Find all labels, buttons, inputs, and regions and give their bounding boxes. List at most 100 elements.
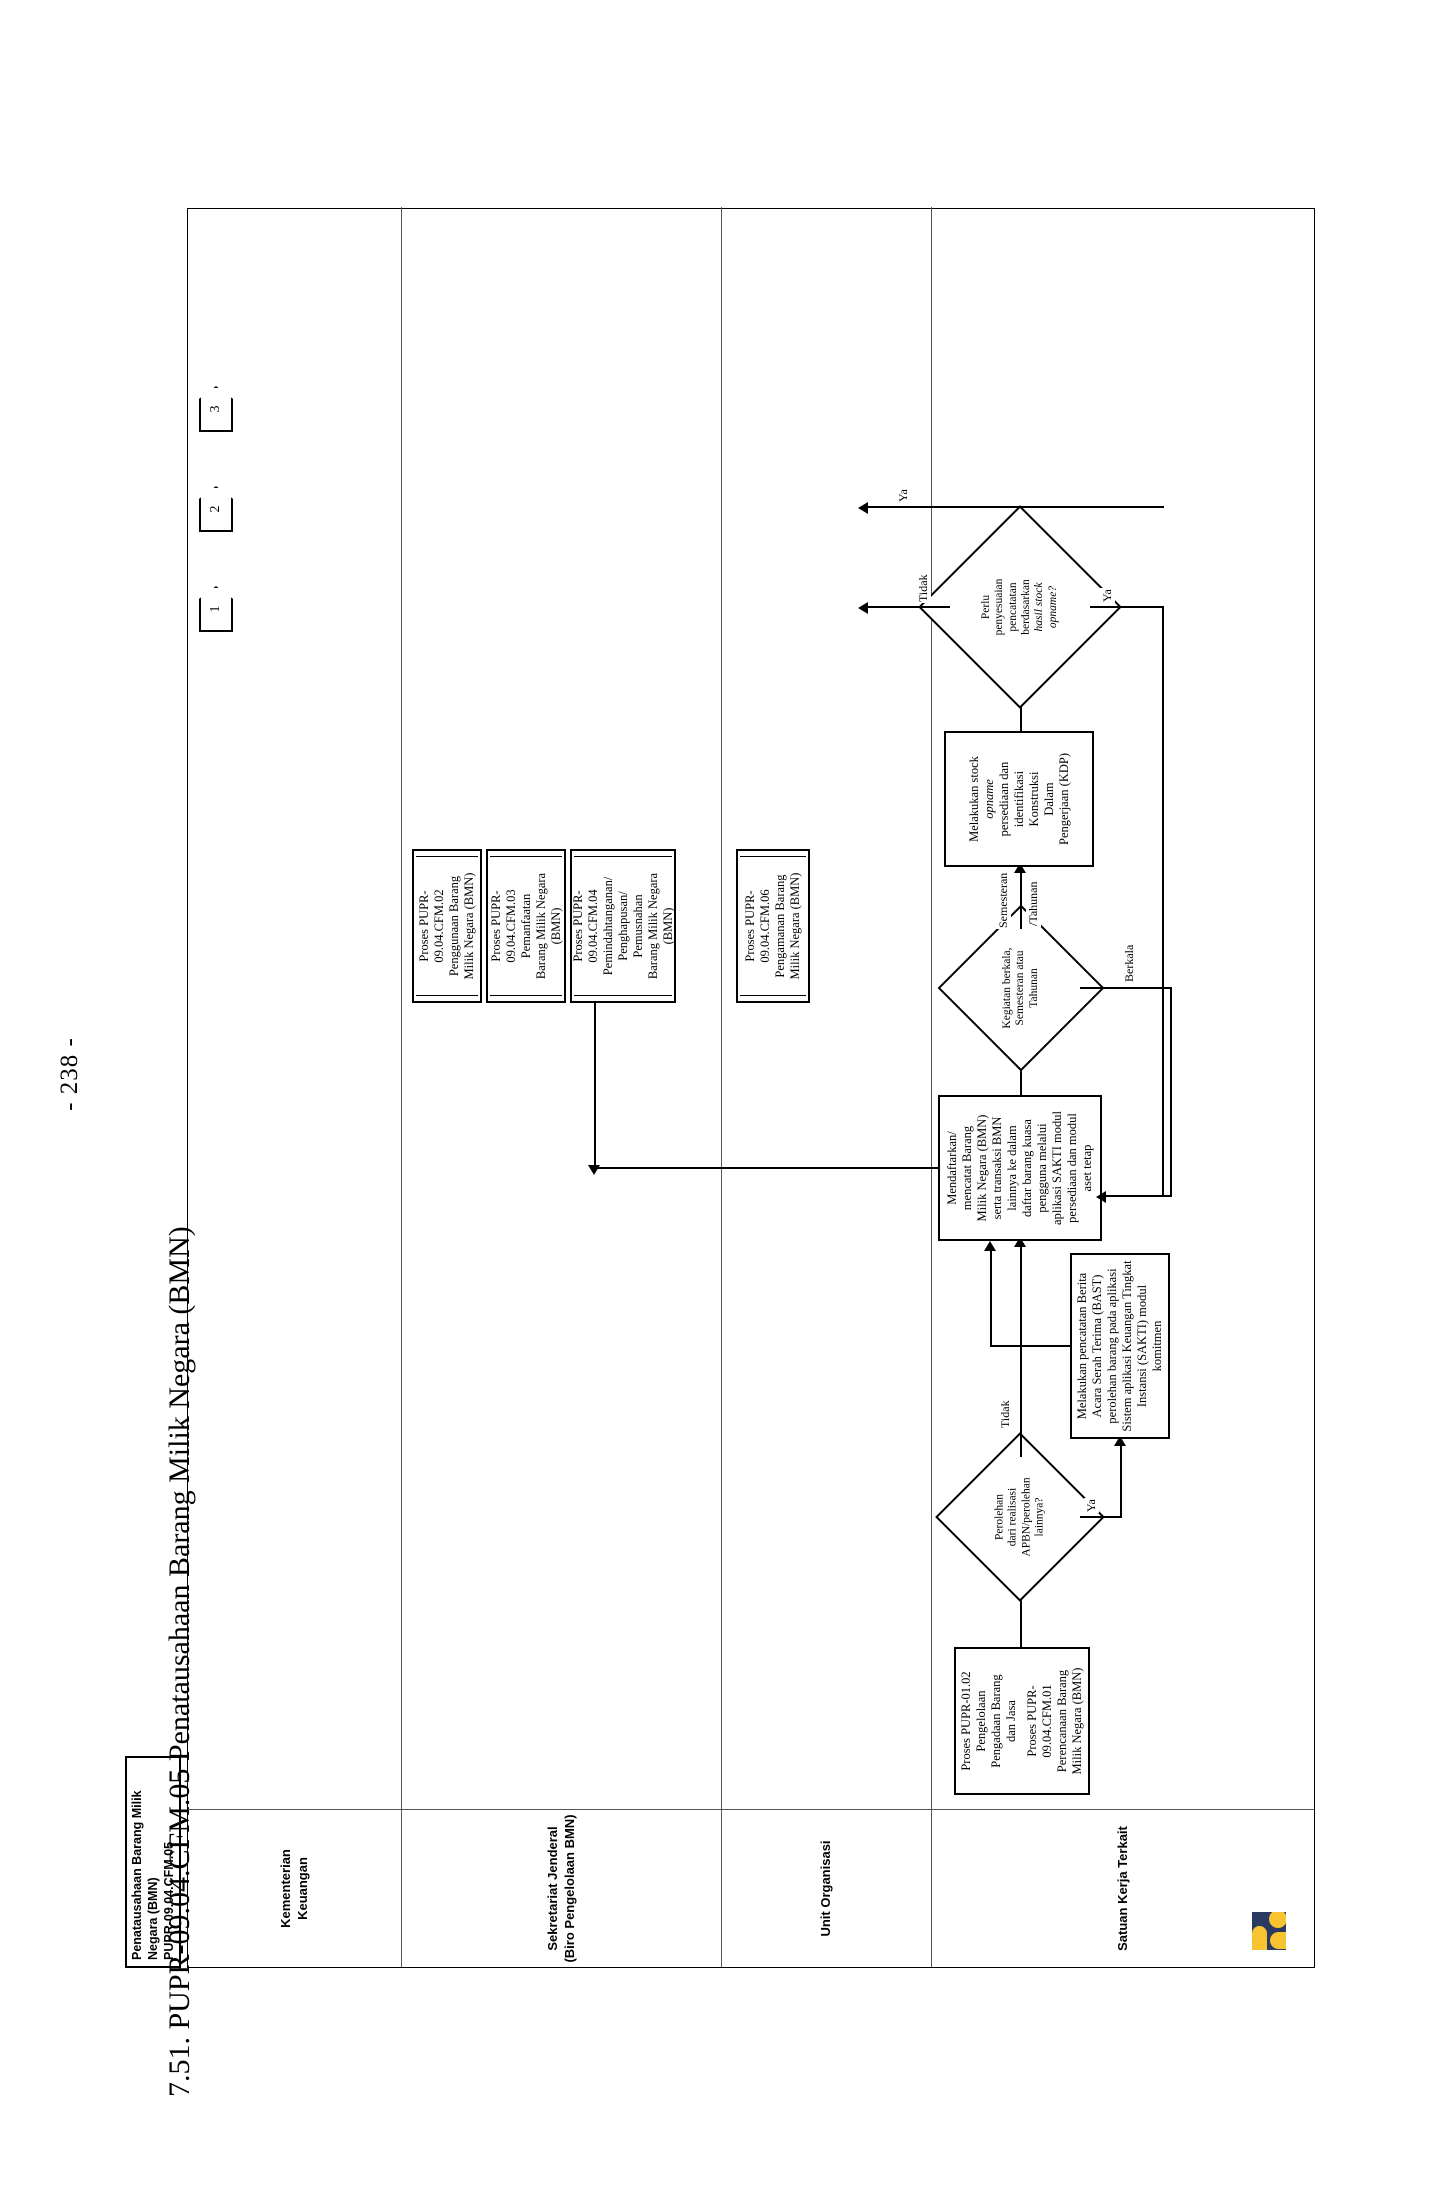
- swimlane-kementerian-keuangan: Kementerian Keuangan: [188, 207, 402, 1967]
- mendaftarkan-l2: mencatat Barang: [960, 1125, 974, 1211]
- subprocess-cfm06-l1: Proses PUPR-: [743, 890, 757, 962]
- start-l5: Proses PUPR-: [1025, 1685, 1039, 1757]
- connector-3-label: 3: [208, 405, 223, 413]
- subprocess-cfm02[interactable]: Proses PUPR- 09.04.CFM.02 Penggunaan Bar…: [412, 849, 482, 1003]
- mendaftarkan-l1: Mendaftarkan/: [945, 1131, 959, 1205]
- edge-label-ya1: Ya: [1084, 1498, 1099, 1513]
- swimlane-satuan-kerja-terkait: Satuan Kerja Terkait Proses PUPR-01.02 P…: [588, 207, 1314, 1967]
- subprocess-cfm04-l3: Pemindahtanganan/: [600, 876, 615, 976]
- lane-body-satuan-kerja-terkait: Proses PUPR-01.02 Pengelolaan Pengadaan …: [588, 207, 1314, 1809]
- arrowhead-ya3: [858, 502, 868, 514]
- subprocess-cfm03-l3: Pemanfaatan: [518, 893, 533, 959]
- subprocess-cfm06-l2: 09.04.CFM.06: [758, 889, 772, 963]
- mendaftarkan-l5: lainnya ke dalam: [1005, 1125, 1019, 1211]
- edge-bast-up: [990, 1344, 1072, 1347]
- swimlane-unit-organisasi: Unit Organisasi Proses PUPR- 09.04.CFM.0…: [722, 207, 932, 1967]
- edge-berkala-back: [1170, 987, 1173, 1197]
- arrowhead-into-subprocess-col: [588, 1165, 600, 1175]
- subprocess-cfm03[interactable]: Proses PUPR- 09.04.CFM.03 Pemanfaatan Ba…: [486, 849, 566, 1003]
- edge-ya3-up: [866, 505, 1164, 508]
- page-number: - 238 -: [56, 1037, 83, 1111]
- start-l2: Pengelolaan: [974, 1690, 988, 1752]
- process-mendaftarkan-bmn[interactable]: Mendaftarkan/ mencatat Barang Milik Nega…: [938, 1095, 1102, 1241]
- lane-label-unit-organisasi: Unit Organisasi: [722, 1809, 931, 1967]
- edge-label-ya2: Ya: [1100, 588, 1115, 603]
- process-stock-opname[interactable]: Melakukan stock opname persediaan dan id…: [944, 731, 1094, 867]
- mendaftarkan-l7: pengguna melalui: [1035, 1123, 1049, 1213]
- edge-label-tidak1: Tidak: [998, 1399, 1013, 1429]
- document-header-box: Penatausahaan Barang Milik Negara (BMN) …: [125, 1756, 181, 1968]
- start-l4: dan Jasa: [1004, 1700, 1018, 1743]
- mendaftarkan-l4: serta transaksi BMN: [990, 1116, 1004, 1220]
- mendaftarkan-l3: Milik Negara (BMN): [975, 1114, 989, 1222]
- subprocess-cfm04-l2: 09.04.CFM.04: [585, 889, 600, 963]
- edge-mendaftarkan-to-subprocesses: [594, 1166, 940, 1169]
- dec-perolehan-l4: lainnya?: [1033, 1497, 1046, 1537]
- header-title-line: Penatausahaan Barang Milik Negara (BMN): [130, 1790, 160, 1960]
- dec-penyesuaian-l2: penyesuaian: [993, 578, 1006, 636]
- edge-perolehan-tidak: [1020, 1245, 1023, 1457]
- lane-label-text: Sekretariat Jenderal (Biro Pengelolaan B…: [545, 1814, 577, 1963]
- bast-l5: Instansi (SAKTI) modul komitmen: [1135, 1284, 1164, 1408]
- decision-perolehan-text: Perolehan dari realisasi APBN/perolehan …: [993, 1443, 1046, 1592]
- lane-body-unit-organisasi: Proses PUPR- 09.04.CFM.06 Pengamanan Bar…: [722, 207, 931, 1809]
- start-l8: Milik Negara (BMN): [1070, 1667, 1084, 1775]
- subprocess-cfm04-l4: Penghapusan/: [615, 891, 630, 961]
- edge-bast-up-h: [990, 1249, 993, 1347]
- subprocess-cfm03-l5: (BMN): [548, 907, 563, 945]
- dec-penyesuaian-l3: pencatatan: [1006, 582, 1019, 632]
- edge-label-berkala: Berkala: [1122, 943, 1137, 983]
- lane-label-text: Kementerian Keuangan: [278, 1849, 310, 1928]
- dec-perolehan-l1: Perolehan: [993, 1494, 1006, 1540]
- lane-label-satuan-kerja-terkait: Satuan Kerja Terkait: [932, 1809, 1314, 1967]
- subprocess-cfm02-l3: Penggunaan Barang: [447, 875, 461, 977]
- rotated-page-canvas: Penatausahaan Barang Milik Negara (BMN) …: [119, 100, 1319, 2100]
- subprocess-cfm02-l1: Proses PUPR-: [417, 890, 431, 962]
- subprocess-cfm06[interactable]: Proses PUPR- 09.04.CFM.06 Pengamanan Bar…: [736, 849, 810, 1003]
- connector-2-label: 2: [208, 505, 223, 513]
- bast-l2: Acara Serah Terima (BAST): [1090, 1274, 1104, 1418]
- start-l6: 09.04.CFM.01: [1040, 1684, 1054, 1758]
- decision-perolehan[interactable]: Perolehan dari realisasi APBN/perolehan …: [935, 1432, 1105, 1602]
- stock-opname-l1: Melakukan stock: [966, 756, 981, 842]
- subprocess-cfm06-l4: Milik Negara (BMN): [788, 872, 802, 980]
- decision-kegiatan-text: Kegiatan berkala, Semesteran atau Tahuna…: [1001, 915, 1041, 1061]
- mendaftarkan-l6: daftar barang kuasa: [1020, 1119, 1034, 1217]
- dec-kegiatan-l2: Semesteran atau: [1014, 950, 1027, 1026]
- stock-opname-l3: persediaan dan: [996, 761, 1011, 837]
- header-code-line: PUPR-09.04.CFM.05: [162, 1841, 176, 1960]
- edge-penyesuaian-ya-left: [1162, 607, 1165, 1197]
- subprocess-cfm04[interactable]: Proses PUPR- 09.04.CFM.04 Pemindahtangan…: [570, 849, 676, 1003]
- bast-l1: Melakukan pencatatan Berita: [1075, 1272, 1089, 1420]
- dec-perolehan-l3: APBN/perolehan: [1020, 1477, 1032, 1557]
- dec-kegiatan-l3: Tahunan: [1027, 968, 1040, 1008]
- flowchart-sheet: Penatausahaan Barang Milik Negara (BMN) …: [125, 207, 1315, 1968]
- dec-perolehan-l2: dari realisasi: [1006, 1487, 1019, 1547]
- edge-label-ya3: Ya: [896, 488, 911, 503]
- start-l3: Pengadaan Barang: [989, 1674, 1003, 1768]
- subprocess-cfm04-l5: Pemusnahan: [630, 894, 645, 958]
- swimlane-table: Kementerian Keuangan Sekretariat Jendera…: [187, 207, 1315, 1968]
- dec-penyesuaian-l4: berdasarkan: [1020, 579, 1032, 635]
- subprocess-cfm02-l2: 09.04.CFM.02: [432, 889, 446, 963]
- lane-label-kementerian-keuangan: Kementerian Keuangan: [188, 1809, 401, 1967]
- decision-kegiatan-berkala[interactable]: Kegiatan berkala, Semesteran atau Tahuna…: [937, 904, 1105, 1072]
- decision-penyesuaian-text: Perlu penyesuaian pencatatan berdasarkan…: [980, 518, 1060, 697]
- bast-l3: perolehan barang pada aplikasi: [1105, 1268, 1119, 1424]
- dec-penyesuaian-l1: Perlu: [980, 594, 993, 620]
- decision-penyesuaian[interactable]: Perlu penyesuaian pencatatan berdasarkan…: [918, 505, 1122, 709]
- edge-berkala-down: [1080, 986, 1172, 989]
- lane-body-kementerian-keuangan: [188, 207, 401, 1809]
- stock-opname-l5: Konstruksi: [1026, 771, 1041, 827]
- start-process-group[interactable]: Proses PUPR-01.02 Pengelolaan Pengadaan …: [954, 1647, 1090, 1795]
- mendaftarkan-l9: persediaan dan modul: [1065, 1113, 1079, 1223]
- subprocess-cfm03-l2: 09.04.CFM.03: [503, 889, 518, 963]
- subprocess-cfm04-l6: Barang Milik Negara: [645, 872, 660, 980]
- mendaftarkan-l8: aplikasi SAKTI modul: [1050, 1111, 1064, 1225]
- stock-opname-l7: Pengerjaan (KDP): [1056, 753, 1071, 845]
- subprocess-cfm03-l4: Barang Milik Negara: [533, 872, 548, 980]
- process-bast[interactable]: Melakukan pencatatan Berita Acara Serah …: [1070, 1253, 1170, 1439]
- stock-opname-l2: opname: [981, 779, 996, 819]
- edge-penyesuaian-ya-down: [1090, 605, 1164, 608]
- edge-mendaftarkan-to-subprocesses-h: [594, 1001, 597, 1169]
